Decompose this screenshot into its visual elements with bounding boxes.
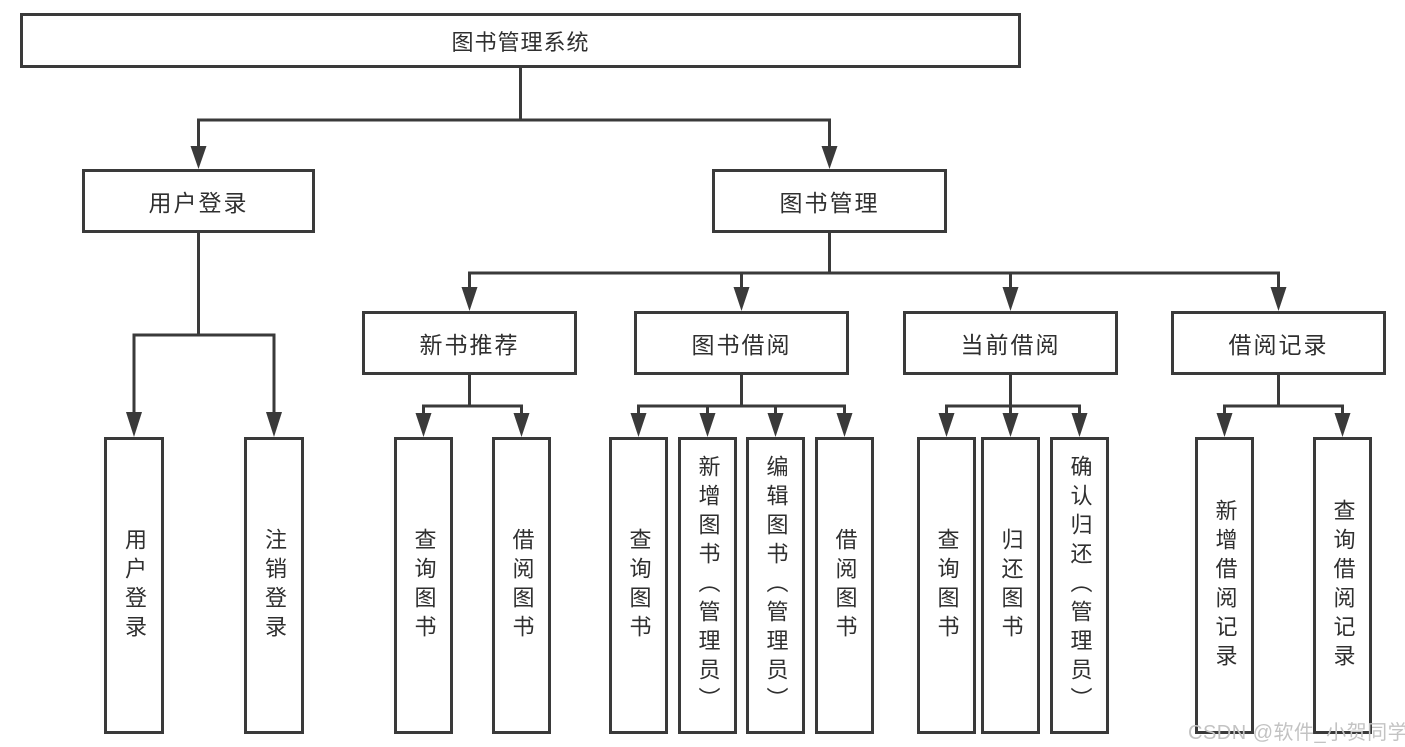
node-label: 借阅图书 [832, 527, 858, 644]
connector-user-login-to-leaves [126, 233, 282, 437]
node-label: 用户登录 [148, 190, 249, 216]
connector-current-borrow-to-leaves [938, 375, 1088, 437]
node-label: 查询借阅记录 [1330, 498, 1356, 673]
leaf-query-books: 查询图书 [394, 437, 453, 734]
leaf-query-borrow-record: 查询借阅记录 [1313, 437, 1372, 734]
connector-book-mgmt-to-level3 [461, 233, 1287, 311]
node-new-book-recommend: 新书推荐 [362, 311, 577, 375]
leaf-query-books: 查询图书 [609, 437, 668, 734]
node-label: 图书借阅 [691, 332, 792, 358]
connector-book-borrow-to-leaves [630, 375, 853, 437]
node-label: 查询图书 [934, 527, 960, 644]
node-label: 查询图书 [411, 527, 437, 644]
node-book-borrowing: 图书借阅 [634, 311, 849, 375]
node-label: 借阅记录 [1228, 332, 1329, 358]
leaf-query-books: 查询图书 [917, 437, 976, 734]
node-label: 确认归还（管理员） [1067, 455, 1093, 716]
leaf-edit-books-admin: 编辑图书（管理员） [746, 437, 805, 734]
leaf-borrow-books: 借阅图书 [815, 437, 874, 734]
node-current-borrowing: 当前借阅 [903, 311, 1118, 375]
node-label: 新增图书（管理员） [695, 455, 721, 716]
leaf-add-books-admin: 新增图书（管理员） [678, 437, 737, 734]
node-label: 归还图书 [998, 527, 1024, 644]
node-label: 编辑图书（管理员） [763, 455, 789, 716]
node-label: 用户登录 [122, 527, 147, 644]
leaf-confirm-return-admin: 确认归还（管理员） [1050, 437, 1109, 734]
node-user-login: 用户登录 [82, 169, 315, 233]
node-label: 借阅图书 [509, 527, 535, 644]
connector-new-book-to-leaves [415, 375, 530, 437]
node-library-management-system: 图书管理系统 [20, 13, 1021, 68]
node-label: 查询图书 [626, 527, 652, 644]
leaf-logout-login: 注销登录 [244, 437, 304, 734]
connector-root-to-level2 [190, 68, 838, 169]
node-label: 图书管理系统 [451, 29, 590, 55]
node-label: 图书管理 [779, 190, 880, 216]
node-label: 当前借阅 [960, 332, 1061, 358]
leaf-user-login: 用户登录 [104, 437, 164, 734]
node-borrow-records: 借阅记录 [1171, 311, 1386, 375]
node-book-management: 图书管理 [712, 169, 947, 233]
connector-borrow-record-to-leaves [1216, 375, 1351, 437]
leaf-return-books: 归还图书 [981, 437, 1040, 734]
leaf-add-borrow-record: 新增借阅记录 [1195, 437, 1254, 734]
node-label: 新书推荐 [419, 332, 520, 358]
csdn-watermark: CSDN @软件_小贺同学 [1188, 722, 1405, 744]
node-label: 注销登录 [262, 527, 287, 644]
leaf-borrow-books: 借阅图书 [492, 437, 551, 734]
node-label: 新增借阅记录 [1212, 498, 1238, 673]
